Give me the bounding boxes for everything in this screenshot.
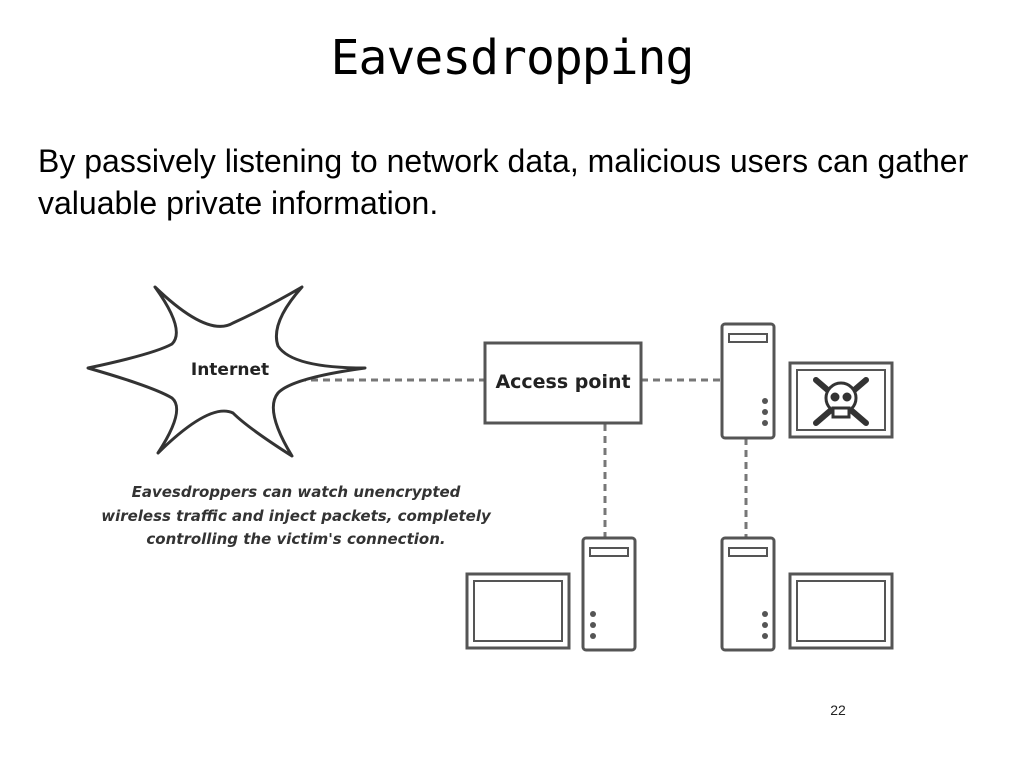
internet-cloud: Internet xyxy=(86,285,367,458)
access-point-box xyxy=(483,341,643,425)
attacker-monitor xyxy=(788,361,894,439)
slide-title: Eavesdropping xyxy=(330,30,695,86)
skull-and-crossbones-icon xyxy=(813,377,869,426)
access-point: Access point xyxy=(483,341,643,425)
lower-left-computer xyxy=(465,536,637,652)
internet-label: Internet xyxy=(191,360,269,380)
dashed-connection-lines xyxy=(275,378,748,538)
lower-right-computer xyxy=(720,536,894,652)
top-server-tower xyxy=(720,322,776,440)
caption-line: Eavesdroppers can watch unencrypted xyxy=(132,483,461,501)
lower-left-monitor xyxy=(465,572,571,650)
access-point-label: Access point xyxy=(495,371,630,393)
page-number: 22 xyxy=(830,702,846,718)
caption-line: wireless traffic and inject packets, com… xyxy=(101,507,492,525)
lower-right-monitor xyxy=(788,572,894,650)
caption-line: controlling the victim's connection. xyxy=(146,530,445,548)
internet-starburst-shape xyxy=(86,285,367,458)
diagram-caption: Eavesdroppers can watch unencrypted wire… xyxy=(101,483,492,548)
lower-right-tower xyxy=(720,536,776,652)
lower-left-tower xyxy=(581,536,637,652)
slide-body-text: By passively listening to network data, … xyxy=(38,143,969,221)
